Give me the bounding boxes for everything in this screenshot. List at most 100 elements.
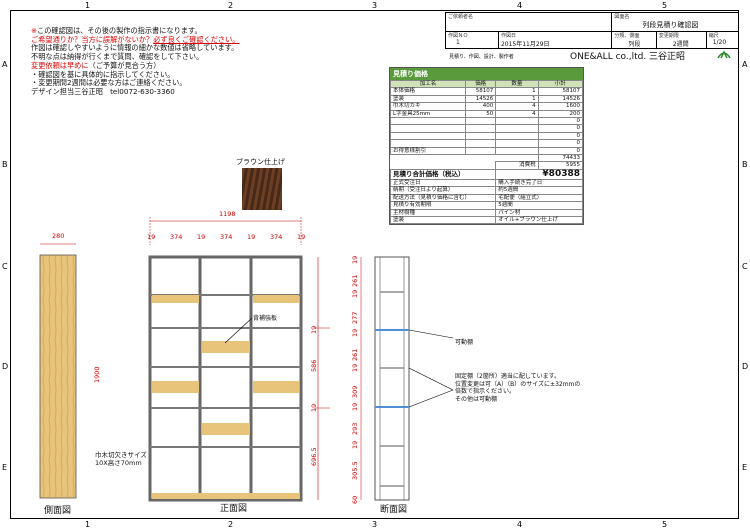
fixed-note-line-1: 固定棚（2箇所）適当に配しています。 xyxy=(455,373,561,380)
note-line-4: 不明な点は納得が行くまで質問、確認をして下さい。 xyxy=(31,52,204,62)
scale-label: 縮尺 xyxy=(708,33,719,39)
cell xyxy=(495,117,539,126)
note-line-2a: ご希望通りか？当方に誤解がないか？ xyxy=(31,34,154,44)
notch-label: 巾木切欠きサイズ 10X高さ70mm xyxy=(95,451,147,467)
table-row: 配送方法（見積り価格に含む）宅配便（組立式） xyxy=(389,193,583,203)
grid-col-3-bottom: 3 xyxy=(372,520,378,529)
col-header-price: 価格 xyxy=(464,79,497,89)
estimate-heading: 見積り価格 xyxy=(390,68,583,80)
scale-value: 1/20 xyxy=(712,39,727,46)
swatch-label: ブラウン仕上げ xyxy=(236,158,285,166)
grid-row-a-right: A xyxy=(742,60,748,69)
fixed-note-line-2: 位置変更は可（A）（B）のサイズに±32mmの xyxy=(455,380,581,388)
side-width-dim: 280 xyxy=(52,232,65,240)
section-dim-12: 305.5 xyxy=(351,461,359,480)
grid-row-c-left: C xyxy=(2,262,8,271)
cell xyxy=(390,139,466,148)
section-dim-7: 19 xyxy=(351,363,359,372)
note-line-1: この確認図は、その後の製作の指示書になります。 xyxy=(37,26,202,35)
section-dim-1: 19 xyxy=(351,255,359,264)
notch-label-line-2: 10X高さ70mm xyxy=(95,459,142,467)
grid-row-e-right: E xyxy=(742,463,748,472)
note-line-3: 作図は確認しやすいように情報の細かな数値は省略しています。 xyxy=(31,43,239,53)
cell: 4 xyxy=(495,109,539,119)
cell: 0 xyxy=(537,117,584,126)
class-label: 分類、側面 xyxy=(614,33,640,39)
height-dim: 1900 xyxy=(93,366,101,383)
side-view xyxy=(39,243,77,499)
cell: 納期（受注日より起算） xyxy=(389,186,497,195)
front-width-dim: 1198 xyxy=(219,210,236,218)
drawing-name-value: 列段見積り確認図 xyxy=(642,21,699,29)
grid-col-2-top: 2 xyxy=(228,1,234,10)
cell: 0 xyxy=(537,124,584,133)
col-header-name: 加工名 xyxy=(390,79,466,89)
cell xyxy=(390,131,466,141)
vert-dim-1: 19 xyxy=(310,325,318,334)
section-view xyxy=(360,256,454,501)
cell xyxy=(495,139,539,148)
cell xyxy=(495,146,539,156)
front-col-dim-1: 19 xyxy=(147,233,156,241)
table-row: 0 xyxy=(390,131,584,141)
tax-label: 消費税 xyxy=(495,161,539,170)
company-logo-icon xyxy=(717,50,731,59)
date-label: 作図日 xyxy=(500,33,516,39)
front-col-dim-3: 19 xyxy=(197,233,206,241)
grid-col-2-bottom: 2 xyxy=(228,520,234,529)
cell: 5週間 xyxy=(495,201,583,210)
section-dim-2: 261 xyxy=(351,274,359,287)
period-value: 2週間 xyxy=(672,41,689,48)
cell: L字金具25mm xyxy=(390,109,466,119)
table-row: 正式受注日購入手続き完了日 xyxy=(389,178,583,188)
grid-row-a-left: A xyxy=(2,60,8,69)
cell: 塗装 xyxy=(390,94,466,104)
section-dim-9: 19 xyxy=(351,402,359,411)
note-mark: ※ xyxy=(31,26,38,35)
vert-dim-4: 696.5 xyxy=(310,447,318,466)
drawing-no-label: 作図ＮＯ xyxy=(448,33,469,39)
cell: 塗装 xyxy=(389,215,497,225)
movable-shelf-label: 可動棚 xyxy=(455,339,474,346)
grid-col-1-bottom: 1 xyxy=(85,520,91,529)
maker-label: 見積り、作図、設計、製作者 xyxy=(449,54,514,60)
cell: 4 xyxy=(495,102,539,111)
period-label: 変更期限 xyxy=(658,33,679,39)
front-view xyxy=(148,217,330,502)
total-value: ¥80388 xyxy=(495,168,583,180)
section-dim-6: 261 xyxy=(351,348,359,361)
notch-label-line-1: 巾木切欠きサイズ xyxy=(95,451,147,459)
front-col-dim-4: 374 xyxy=(220,233,233,241)
section-dim-5: 19 xyxy=(351,328,359,337)
tax-value: 5955 xyxy=(537,161,584,170)
note-line-6: ・確認図を基に具体的に指示してください。 xyxy=(31,69,175,79)
section-view-label: 断面図 xyxy=(380,505,408,515)
cell: お得意様割引 xyxy=(390,146,466,156)
drawing-no-value: 1 xyxy=(456,39,460,46)
cell xyxy=(390,124,466,133)
fixed-note-line-4: その他は可動棚 xyxy=(455,395,498,403)
section-dim-3: 19 xyxy=(351,289,359,298)
col-header-qty: 数量 xyxy=(495,79,539,89)
section-dim-4: 277 xyxy=(351,311,359,324)
maker-value: ONE&ALL co.,ltd. 三谷正昭 xyxy=(570,52,686,62)
table-row: 塗装オイル+ブラウン仕上げ xyxy=(389,215,583,225)
grid-col-5-bottom: 5 xyxy=(662,520,668,529)
cell: 配送方法（見積り価格に含む） xyxy=(389,193,497,203)
cell xyxy=(464,117,497,126)
vert-dim-3: 19 xyxy=(310,403,318,412)
cell: 58107 xyxy=(537,87,584,96)
cell: 正式受注日 xyxy=(389,178,497,188)
note-line-2b: 必ず良くご確認ください。 xyxy=(153,34,240,44)
note-line-8: デザイン担当三谷正昭 tel0072-630-3360 xyxy=(31,86,175,96)
cell: 1600 xyxy=(537,102,584,111)
section-dim-11: 19 xyxy=(351,440,359,449)
cell: オイル+ブラウン仕上げ xyxy=(495,215,583,225)
notes-block: ※この確認図は、その後の製作の指示書になります。 ご希望通りか？当方に誤解がない… xyxy=(31,26,240,97)
side-view-label: 側面図 xyxy=(44,506,72,516)
